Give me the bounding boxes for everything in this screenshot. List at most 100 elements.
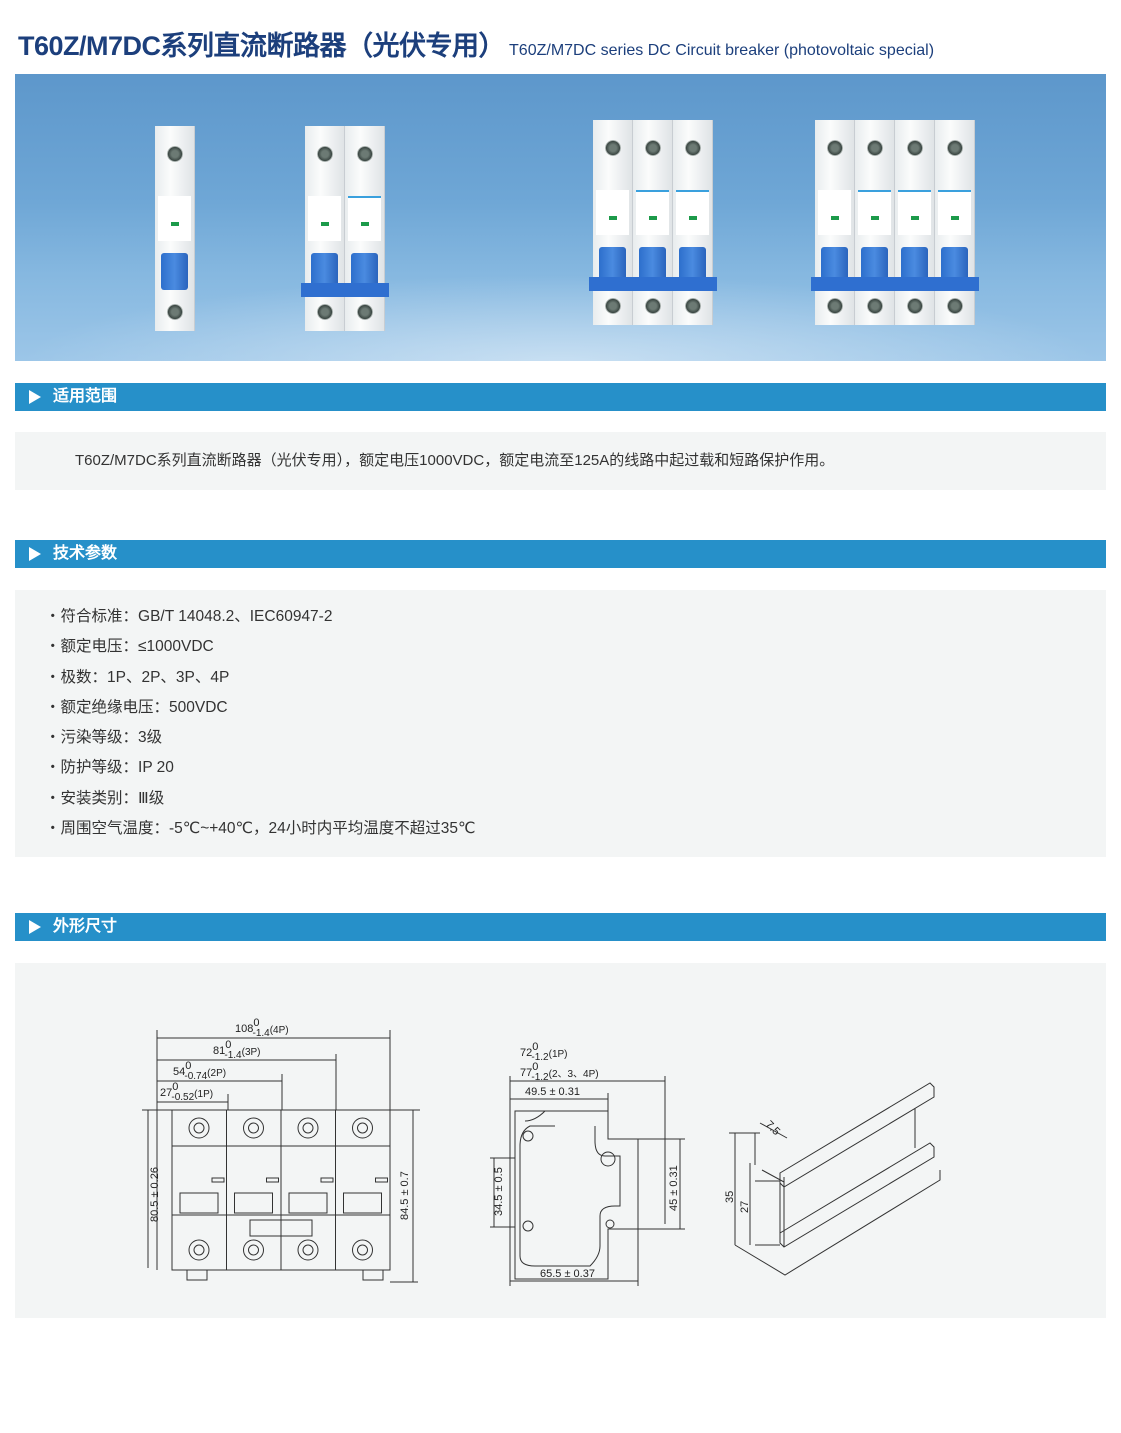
pole-detail <box>302 1122 314 1134</box>
triangle-icon <box>29 920 41 934</box>
pole-detail <box>243 1117 264 1139</box>
breaker-pole <box>815 120 855 325</box>
pole-detail <box>179 1192 219 1214</box>
pole-detail <box>288 1192 328 1214</box>
pole-detail <box>266 1177 279 1183</box>
breaker-2p <box>301 126 389 331</box>
spec-item: 周围空气温度：-5℃~+40℃，24小时内平均温度不超过35℃ <box>45 814 1106 844</box>
dim-height-left: 80.5 ± 0.26 <box>149 1167 161 1222</box>
dim-rail-width: 7.5 <box>763 1119 782 1138</box>
dim-depth-multi: 770-1.2(2、3、4P) <box>520 1061 599 1083</box>
pole-detail <box>343 1192 382 1214</box>
section-title: 适用范围 <box>53 388 118 405</box>
spec-item: 极数：1P、2P、3P、4P <box>45 663 1106 693</box>
pole-detail <box>234 1192 273 1214</box>
breaker-pole <box>935 120 975 325</box>
triangle-icon <box>29 547 41 561</box>
dim-width-1p: 270-0.52(1P) <box>160 1081 213 1103</box>
dim-width-4p: 1080-1.4(4P) <box>235 1017 289 1039</box>
section-title: 外形尺寸 <box>53 918 118 935</box>
terminal-screw-icon <box>827 140 843 156</box>
breaker-handle <box>161 253 188 290</box>
dim-height-right: 84.5 ± 0.7 <box>399 1171 411 1220</box>
dim-rail-inner: 27 <box>739 1201 751 1213</box>
pole-detail <box>193 1244 205 1256</box>
terminal-screw-icon <box>947 140 963 156</box>
terminal-screw-icon <box>867 298 883 314</box>
breaker-pole <box>855 120 895 325</box>
spec-list: 符合标准：GB/T 14048.2、IEC60947-2 额定电压：≤1000V… <box>15 590 1106 857</box>
pole-detail <box>248 1122 259 1134</box>
dim-depth-1p: 720-1.2(1P) <box>520 1041 568 1063</box>
dim-width-3p: 810-1.4(3P) <box>213 1039 261 1061</box>
terminal-screw-icon <box>605 298 621 314</box>
pole-detail <box>243 1239 264 1261</box>
pole-detail <box>211 1177 225 1183</box>
din-rail-drawing: 35 27 7.5 <box>724 1082 941 1276</box>
section-title: 技术参数 <box>53 545 118 562</box>
breaker-pole <box>305 126 345 331</box>
scope-text: T60Z/M7DC系列直流断路器（光伏专用），额定电压1000VDC，额定电流至… <box>15 432 1106 490</box>
page-title: T60Z/M7DC系列直流断路器（光伏专用）T60Z/M7DC series D… <box>18 24 934 63</box>
spec-item: 额定电压：≤1000VDC <box>45 632 1106 662</box>
front-view-drawing: 1080-1.4(4P) 810-1.4(3P) 540-0.74(2P) 27… <box>142 1017 420 1283</box>
terminal-screw-icon <box>357 304 373 320</box>
pole-detail <box>357 1244 368 1256</box>
pole-detail <box>302 1244 314 1256</box>
terminal-screw-icon <box>907 298 923 314</box>
triangle-icon <box>29 390 41 404</box>
terminal-screw-icon <box>605 140 621 156</box>
pole-detail <box>352 1117 373 1139</box>
dim-rail-height: 35 <box>724 1191 736 1203</box>
pole-detail <box>248 1244 259 1256</box>
section-header-params: 技术参数 <box>15 540 1106 568</box>
breaker-1p <box>155 126 195 331</box>
handle-tie-bar <box>811 277 979 291</box>
dim-right: 45 ± 0.31 <box>668 1165 680 1211</box>
breaker-pole <box>155 126 195 331</box>
breaker-pole <box>633 120 673 325</box>
pole-detail <box>188 1117 210 1139</box>
pole-detail <box>320 1177 334 1183</box>
terminal-screw-icon <box>827 298 843 314</box>
breaker-pole <box>593 120 633 325</box>
dim-top: 49.5 ± 0.31 <box>525 1086 580 1098</box>
pole-detail <box>193 1122 205 1134</box>
dim-bottom: 65.5 ± 0.37 <box>540 1268 595 1280</box>
terminal-screw-icon <box>645 140 661 156</box>
breaker-pole <box>345 126 385 331</box>
pole-detail <box>188 1239 210 1261</box>
dim-left: 34.5 ± 0.5 <box>493 1167 505 1216</box>
terminal-screw-icon <box>167 304 183 320</box>
spec-item: 符合标准：GB/T 14048.2、IEC60947-2 <box>45 602 1106 632</box>
breaker-pole <box>895 120 935 325</box>
pole-detail <box>352 1239 373 1261</box>
breaker-4p <box>811 120 979 325</box>
terminal-screw-icon <box>317 146 333 162</box>
breaker-3p <box>589 120 717 325</box>
spec-item: 安装类别：Ⅲ级 <box>45 784 1106 814</box>
terminal-screw-icon <box>685 140 701 156</box>
breaker-pole <box>673 120 713 325</box>
pole-detail <box>297 1117 319 1139</box>
pole-detail <box>357 1122 368 1134</box>
terminal-screw-icon <box>947 298 963 314</box>
section-header-dims: 外形尺寸 <box>15 913 1106 941</box>
terminal-screw-icon <box>645 298 661 314</box>
terminal-screw-icon <box>317 304 333 320</box>
dimension-drawings: 1080-1.4(4P) 810-1.4(3P) 540-0.74(2P) 27… <box>15 963 1106 1318</box>
side-view-drawing: 720-1.2(1P) 770-1.2(2、3、4P) 49.5 ± 0.31 … <box>490 1041 685 1286</box>
handle-tie-bar <box>589 277 717 291</box>
spec-item: 额定绝缘电压：500VDC <box>45 693 1106 723</box>
section-header-scope: 适用范围 <box>15 383 1106 411</box>
dim-width-2p: 540-0.74(2P) <box>173 1060 226 1082</box>
handle-tie-bar <box>301 283 389 297</box>
pole-detail <box>375 1177 388 1183</box>
terminal-screw-icon <box>167 146 183 162</box>
terminal-screw-icon <box>357 146 373 162</box>
spec-item: 防护等级：IP 20 <box>45 753 1106 783</box>
title-cn: T60Z/M7DC系列直流断路器（光伏专用） <box>18 31 506 61</box>
title-en: T60Z/M7DC series DC Circuit breaker (pho… <box>509 42 935 59</box>
terminal-screw-icon <box>867 140 883 156</box>
terminal-screw-icon <box>907 140 923 156</box>
